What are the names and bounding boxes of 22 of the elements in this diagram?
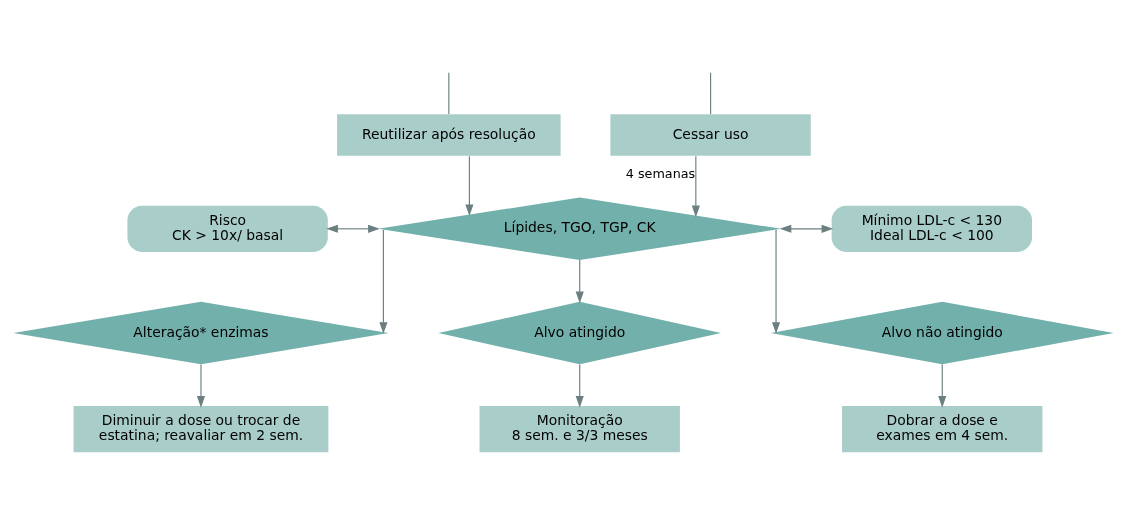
- node-box: Cessar uso: [610, 114, 811, 156]
- node-box: Reutilizar após resolução: [337, 114, 561, 156]
- arrow: [779, 224, 834, 233]
- node-box: Monitoração 8 sem. e 3/3 meses: [479, 406, 680, 453]
- node-box: Risco CK > 10x/ basal: [127, 205, 328, 252]
- arrow: [326, 224, 380, 233]
- node-box: Dobrar a dose e exames em 4 sem.: [842, 406, 1043, 453]
- arrow: [379, 229, 388, 334]
- arrow: [771, 229, 781, 334]
- node-diamond: Alvo atingido: [438, 301, 721, 365]
- arrow: [575, 363, 584, 408]
- arrow: [691, 155, 700, 218]
- node-box: Mínimo LDL-c < 130 Ideal LDL-c < 100: [831, 205, 1032, 252]
- arrow: [465, 155, 474, 217]
- node-diamond: Lípides, TGO, TGP, CK: [378, 197, 782, 261]
- arrow: [575, 259, 584, 304]
- connector: [710, 72, 712, 115]
- node-box: Diminuir a dose ou trocar de estatina; reavaliar em 2 sem.: [73, 406, 329, 453]
- arrow: [938, 363, 947, 408]
- connector: [448, 72, 450, 115]
- arrow: [196, 363, 206, 408]
- edge-label: 4 semanas: [625, 165, 696, 181]
